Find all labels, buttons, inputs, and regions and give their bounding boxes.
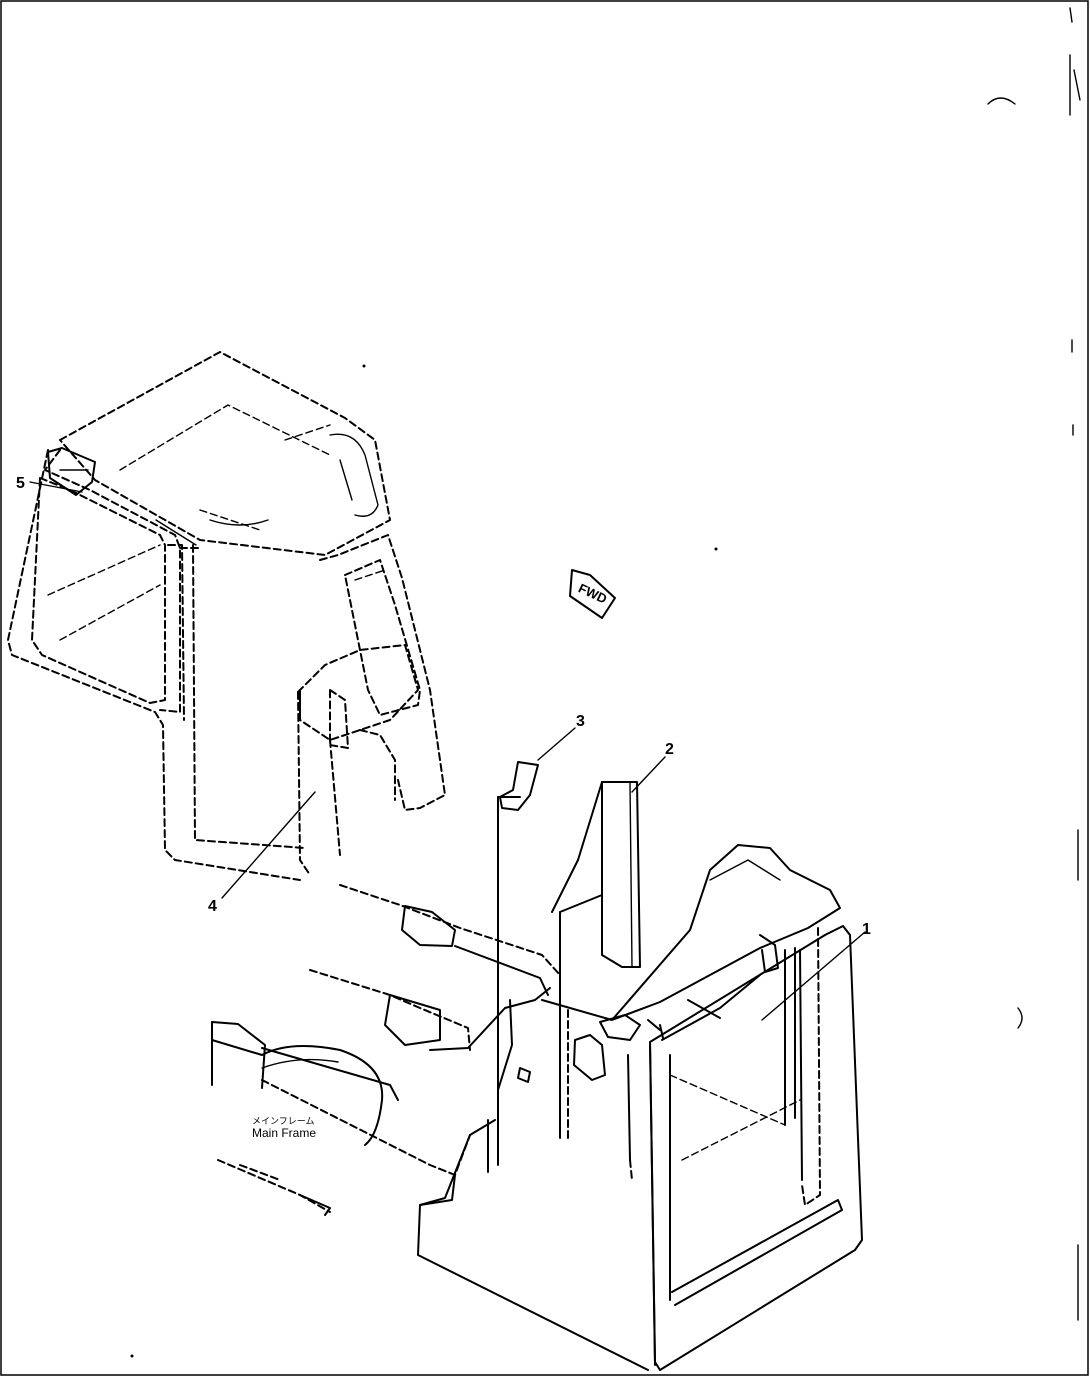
callout-3: 3 <box>576 713 585 730</box>
part-3-bracket <box>487 761 539 1173</box>
callout-leaders <box>29 481 866 1021</box>
callout-4: 4 <box>208 898 217 915</box>
scan-marks <box>130 7 1081 1358</box>
fwd-direction-marker: FWD <box>569 569 616 619</box>
main-frame-label-en: Main Frame <box>252 1126 316 1140</box>
callout-1: 1 <box>862 921 871 938</box>
cab-assembly <box>7 351 446 881</box>
main-frame-label-jp: メインフレーム <box>252 1116 314 1127</box>
main-frame-assembly <box>211 844 863 1371</box>
callout-2: 2 <box>665 741 674 758</box>
callout-5: 5 <box>16 475 25 492</box>
part-2-plate <box>551 781 641 1139</box>
